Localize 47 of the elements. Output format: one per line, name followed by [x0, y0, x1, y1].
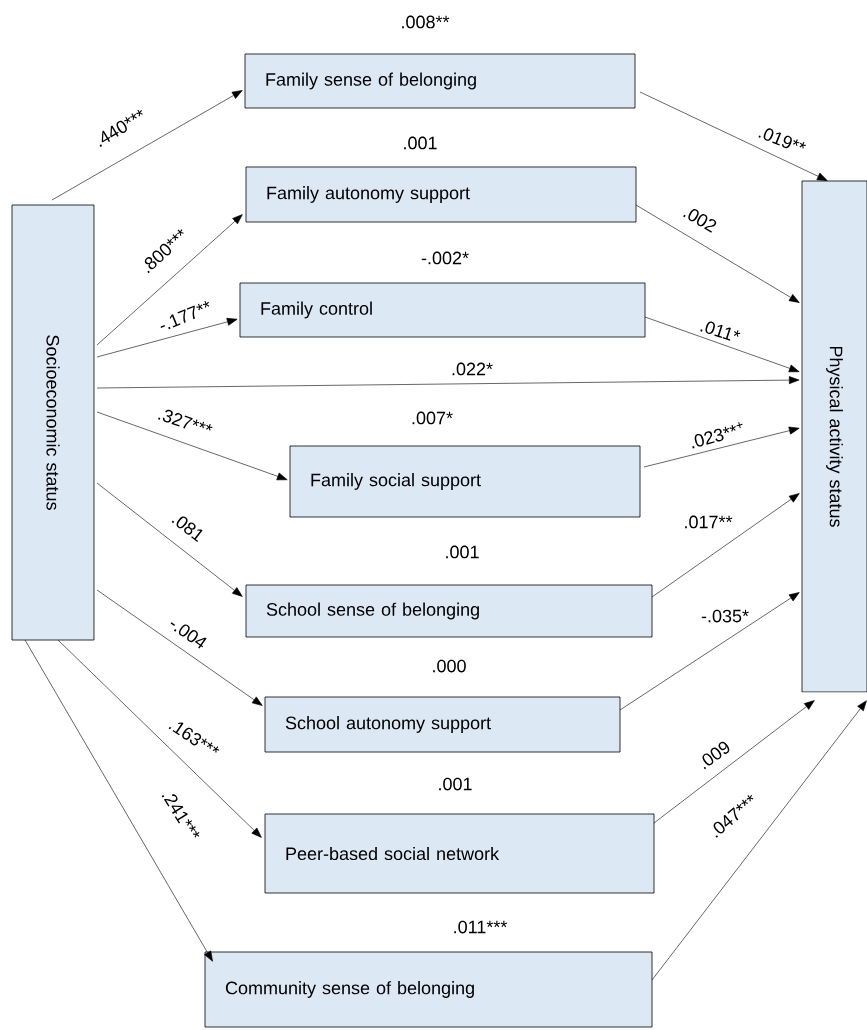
arrow: [644, 316, 800, 373]
edge-label: .023**$^{+}$: [692, 422, 743, 449]
mediator-box: Family social support: [289, 445, 641, 518]
arrow: [653, 700, 815, 824]
edge-label: .002: [683, 209, 717, 233]
arrow: [96, 589, 263, 706]
variable-box: Physical activity status: [801, 180, 867, 693]
arrow: [24, 639, 213, 962]
edge-label: .022*: [452, 362, 493, 376]
mediator-box: Family sense of belonging: [244, 53, 636, 109]
coefficient-label: .001: [439, 777, 472, 791]
arrow: [96, 482, 243, 597]
edge-label: -.177**: [160, 301, 210, 330]
edge-label: .011*: [700, 321, 741, 341]
mediator-box: Family control: [239, 282, 646, 338]
coefficient-label: .001: [404, 136, 437, 150]
coefficient-label: .000: [433, 659, 466, 673]
coefficient-label: .008**: [402, 15, 450, 29]
edge-label: -.035*: [701, 609, 749, 623]
coefficient-label: -.002*: [421, 251, 469, 265]
edge-label: -.004: [170, 622, 207, 649]
mediator-box: Family autonomy support: [245, 166, 637, 223]
variable-box: Socioeconomic status: [11, 204, 95, 641]
edge-label: .019**: [758, 128, 806, 149]
arrow: [96, 214, 243, 346]
edge-label: .009: [702, 741, 730, 770]
mediator-box: School autonomy support: [264, 696, 621, 753]
edge-label: .081: [171, 516, 203, 543]
arrow: [639, 91, 828, 181]
arrow: [96, 376, 800, 389]
arrow: [51, 90, 243, 201]
mediator-box: School sense of belonging: [245, 584, 653, 638]
arrow: [651, 493, 800, 598]
edge-label: .017**: [685, 515, 733, 529]
coefficient-label: .001: [446, 545, 479, 559]
arrow: [619, 592, 800, 711]
arrow: [57, 639, 262, 838]
arrow: [96, 411, 288, 481]
mediator-box: Peer-based social network: [264, 813, 655, 894]
edge-label: .327***: [158, 409, 213, 431]
arrow: [96, 317, 238, 358]
coefficient-label: .011***: [454, 920, 508, 934]
arrow: [651, 700, 867, 981]
arrow: [643, 426, 800, 468]
coefficient-label: .007*: [412, 411, 453, 425]
arrow: [635, 204, 800, 303]
mediator-box: Community sense of belonging: [204, 951, 653, 1028]
